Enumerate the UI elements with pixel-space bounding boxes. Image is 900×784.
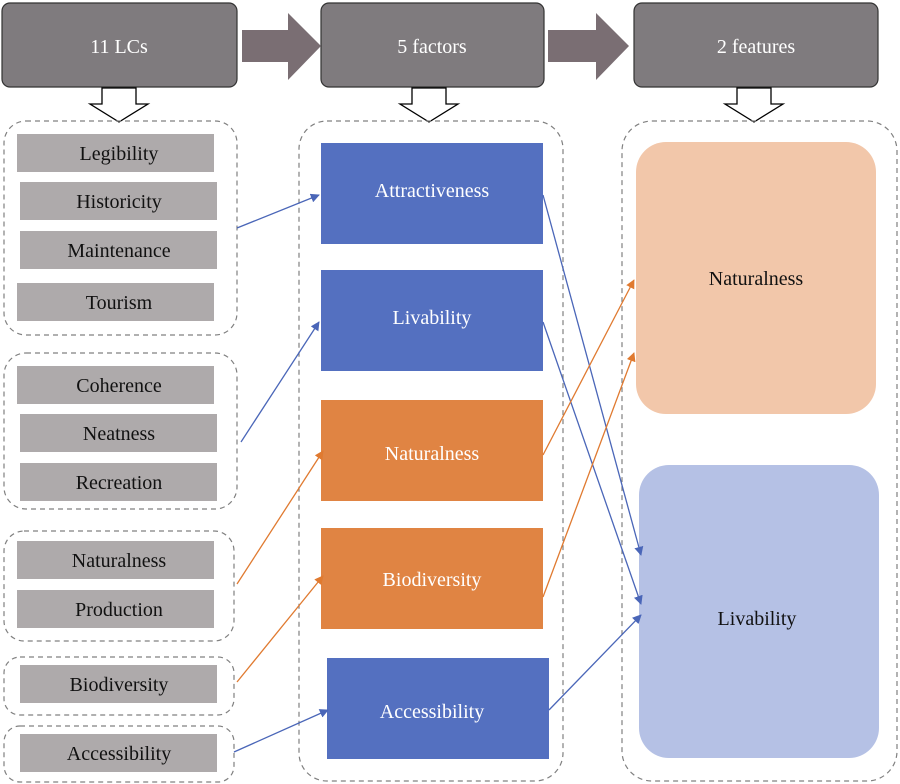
header-lcs: 11 LCs bbox=[1, 2, 238, 88]
lc-coherence: Coherence bbox=[17, 366, 214, 404]
feature-naturalness: Naturalness bbox=[636, 142, 876, 414]
lc-group-4 bbox=[3, 656, 235, 716]
features-group bbox=[621, 120, 898, 782]
lc-naturalness: Naturalness bbox=[17, 541, 214, 579]
lc-production: Production bbox=[17, 590, 214, 628]
header-factors-label: 5 factors bbox=[397, 36, 467, 58]
lc-historicity-label: Historicity bbox=[76, 191, 162, 213]
factor-livability: Livability bbox=[321, 270, 543, 371]
arrow-lcgroup2-to-livability bbox=[240, 321, 320, 443]
lc-production-label: Production bbox=[75, 599, 163, 621]
lc-biodiversity-label: Biodiversity bbox=[70, 674, 169, 696]
factor-naturalness-label: Naturalness bbox=[385, 443, 480, 465]
lc-tourism-label: Tourism bbox=[86, 292, 153, 314]
arrow-lcgroup5-to-accessibility bbox=[233, 709, 329, 753]
lc-historicity: Historicity bbox=[20, 182, 217, 220]
down-arrow-lcs bbox=[87, 87, 151, 123]
lc-tourism: Tourism bbox=[17, 283, 214, 321]
lc-accessibility-label: Accessibility bbox=[67, 743, 171, 765]
lc-group-5 bbox=[3, 725, 235, 783]
arrow-lcgroup1-to-attractiveness bbox=[236, 193, 320, 229]
header-lcs-label: 11 LCs bbox=[90, 36, 148, 58]
lc-recreation-label: Recreation bbox=[76, 472, 163, 494]
factor-attractiveness: Attractiveness bbox=[321, 143, 543, 244]
lc-group-3 bbox=[3, 530, 235, 642]
lc-recreation: Recreation bbox=[20, 463, 217, 501]
feature-livability-label: Livability bbox=[718, 608, 797, 630]
lc-group-2 bbox=[3, 352, 238, 510]
factor-biodiversity: Biodiversity bbox=[321, 528, 543, 629]
header-features: 2 features bbox=[633, 2, 879, 88]
lc-maintenance: Maintenance bbox=[20, 231, 217, 269]
arrow-livability-to-livability bbox=[542, 321, 643, 605]
lc-neatness: Neatness bbox=[20, 414, 217, 452]
arrow-attractiveness-to-livability bbox=[542, 194, 644, 556]
lc-legibility: Legibility bbox=[17, 134, 214, 172]
arrow-naturalness-to-naturalness bbox=[542, 279, 635, 456]
factor-livability-label: Livability bbox=[393, 307, 472, 329]
factors-group bbox=[298, 120, 564, 782]
header-arrow-1 bbox=[242, 13, 321, 80]
lc-legibility-label: Legibility bbox=[80, 143, 159, 165]
factor-attractiveness-label: Attractiveness bbox=[375, 180, 490, 202]
lc-coherence-label: Coherence bbox=[76, 375, 162, 397]
header-arrow-2 bbox=[548, 13, 629, 80]
down-arrow-features bbox=[722, 87, 786, 123]
factor-accessibility: Accessibility bbox=[327, 658, 549, 759]
feature-livability: Livability bbox=[639, 465, 879, 758]
arrow-lcgroup4-to-biodiversity bbox=[236, 575, 324, 683]
lc-maintenance-label: Maintenance bbox=[67, 240, 170, 262]
lc-neatness-label: Neatness bbox=[83, 423, 155, 445]
factor-biodiversity-label: Biodiversity bbox=[383, 569, 482, 591]
arrow-biodiversity-to-naturalness bbox=[542, 352, 636, 598]
lc-biodiversity: Biodiversity bbox=[20, 665, 217, 703]
factor-accessibility-label: Accessibility bbox=[380, 701, 484, 723]
header-factors: 5 factors bbox=[320, 2, 545, 88]
lc-accessibility: Accessibility bbox=[20, 734, 217, 772]
down-arrow-factors bbox=[397, 87, 461, 123]
feature-naturalness-label: Naturalness bbox=[709, 268, 804, 290]
lc-naturalness-label: Naturalness bbox=[72, 550, 167, 572]
header-features-label: 2 features bbox=[717, 36, 796, 58]
arrow-lcgroup3-to-naturalness bbox=[236, 450, 324, 585]
factor-naturalness: Naturalness bbox=[321, 400, 543, 501]
arrow-accessibility-to-livability bbox=[548, 614, 642, 711]
